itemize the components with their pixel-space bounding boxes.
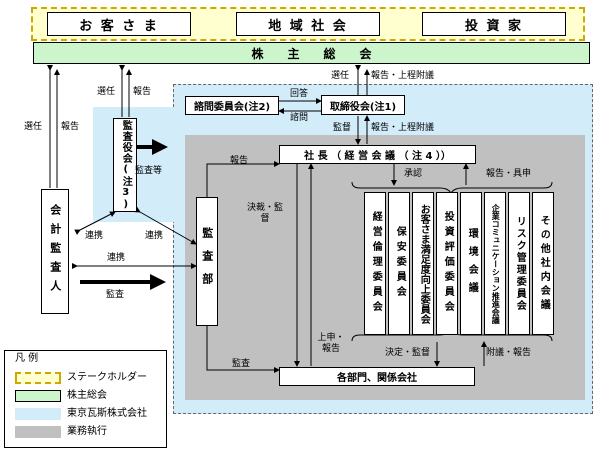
legend-label-shareholders: 株主総会: [67, 390, 107, 401]
shareholders-meeting: 株 主 総 会: [33, 42, 590, 64]
label-kessai-kantoku: 決裁・監督: [246, 203, 283, 224]
label-kansatou: 監査等: [135, 166, 163, 176]
label-kansa-accounting: 監査: [106, 290, 125, 300]
label-senin-accounting: 選任: [24, 122, 43, 132]
committee-corporate-communication: 企業コミュニケーション推進会議: [484, 192, 506, 335]
president-executive-committee: 社 長 （ 経 営 会 議 （ 注 4 ））: [279, 145, 476, 164]
label-shoushin: 承認: [404, 169, 423, 179]
stakeholder-community: 地 域 社 会: [236, 12, 380, 36]
committee-environment: 環境会議: [460, 192, 482, 335]
committee-other-meetings: その他社内会議: [532, 192, 554, 335]
legend-title: 凡 例: [15, 353, 39, 364]
legend: 凡 例 ステークホルダー 株主総会 東京瓦斯株式会社 業務執行: [4, 350, 167, 448]
legend-label-execution: 業務執行: [67, 426, 107, 437]
advisory-committee: 諮問委員会(注2): [185, 96, 279, 115]
legend-swatch-shareholders: [15, 390, 61, 402]
committee-risk-management: リスク管理委員会: [508, 192, 530, 335]
legend-label-company: 東京瓦斯株式会社: [67, 408, 147, 419]
legend-swatch-company: [15, 408, 61, 420]
legend-swatch-execution: [15, 426, 61, 438]
legend-label-stakeholder: ステークホルダー: [67, 372, 147, 383]
label-houkoku-joutei-president: 報告・上程附議: [371, 123, 435, 133]
label-renkei-1: 連携: [85, 231, 104, 241]
board-of-directors: 取締役会(注1): [321, 95, 405, 115]
accounting-auditor: 会計監査人: [41, 189, 69, 314]
departments-affiliates: 各部門、関係会社: [279, 367, 475, 386]
label-joushin-houkoku: 上申・報告: [317, 333, 345, 354]
label-renkei-3: 連携: [107, 253, 126, 263]
label-shimon: 諮問: [290, 113, 309, 123]
stakeholder-investors: 投 資 家: [422, 12, 566, 36]
label-kantoku: 監督: [333, 123, 352, 133]
label-houkoku-accounting: 報告: [61, 122, 80, 132]
label-fugi-houkoku: 附議・報告: [486, 348, 532, 358]
label-senin-auditors: 選任: [97, 87, 116, 97]
label-kansa-dept: 監査: [232, 359, 251, 369]
label-kettei-kantoku: 決定・監督: [385, 348, 431, 358]
legend-swatch-stakeholder: [15, 372, 61, 384]
board-of-auditors: 監査役会(注3): [113, 118, 137, 212]
stakeholder-customers: お 客 さ ま: [47, 12, 191, 36]
committee-business-ethics: 経営倫理委員会: [364, 192, 386, 335]
label-houkoku-audit: 報告: [230, 156, 249, 166]
label-renkei-2: 連携: [145, 231, 164, 241]
label-houkoku-auditors: 報告: [133, 87, 152, 97]
label-houkoku-joutei-board: 報告・上程附議: [371, 71, 435, 81]
label-houkoku-gushin: 報告・具申: [486, 169, 532, 179]
committee-customer-satisfaction: お客さま満足度向上委員会: [412, 192, 434, 335]
label-senin-board: 選任: [331, 71, 350, 81]
committee-safety: 保安委員会: [388, 192, 410, 335]
committee-investment-evaluation: 投資評価委員会: [436, 192, 458, 335]
audit-department: 監査部: [196, 197, 218, 326]
label-kaitou: 回答: [290, 89, 309, 99]
